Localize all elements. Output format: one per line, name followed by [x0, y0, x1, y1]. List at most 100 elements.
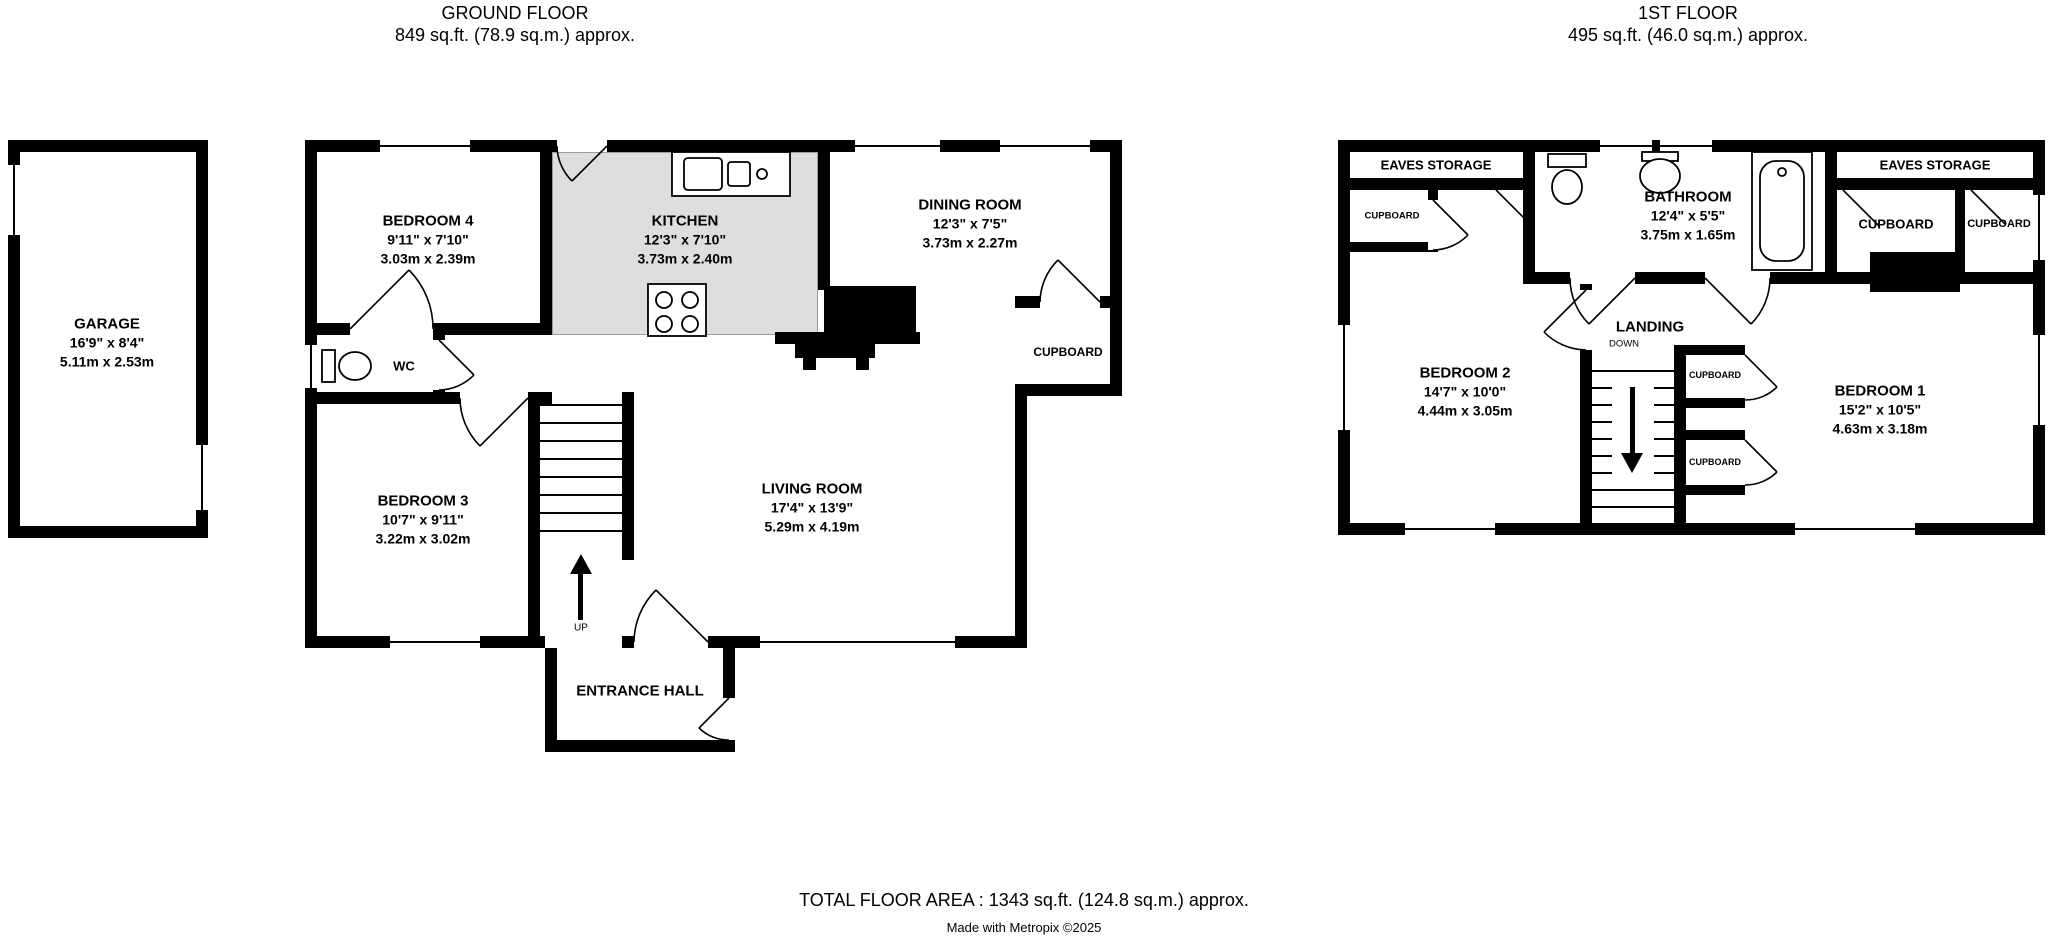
wall — [1015, 384, 1027, 648]
wall — [1350, 242, 1438, 252]
toilet-fixture — [1547, 153, 1587, 205]
wall — [1686, 398, 1745, 408]
room-dims-imperial: 10'7" x 9'11" — [382, 511, 464, 528]
staircase — [540, 404, 622, 548]
room-name: BEDROOM 3 — [377, 492, 469, 510]
ground-floor-area: 849 sq.ft. (78.9 sq.m.) approx. — [394, 25, 636, 45]
room-dims-imperial: 12'3" x 7'5" — [932, 215, 1008, 232]
room-label-wc: WC — [393, 358, 415, 374]
room-label-cupboard: CUPBOARD — [1033, 345, 1103, 359]
door-swing — [1432, 199, 1469, 251]
room-name: DINING ROOM — [918, 196, 1022, 214]
wall — [1015, 384, 1122, 396]
wall — [1110, 140, 1122, 396]
window — [2033, 195, 2045, 260]
ground-floor-name: GROUND FLOOR — [441, 3, 589, 23]
room-name: BEDROOM 4 — [382, 212, 474, 230]
room-label-bedroom3: BEDROOM 3 10'7" x 9'11" 3.22m x 3.02m — [376, 492, 471, 549]
wall — [8, 140, 208, 152]
hearth — [856, 358, 869, 370]
window — [390, 636, 480, 648]
room-label-dining-room: DINING ROOM 12'3" x 7'5" 3.73m x 2.27m — [918, 196, 1021, 253]
room-label-bedroom2: BEDROOM 2 14'7" x 10'0" 4.44m x 3.05m — [1418, 364, 1513, 421]
arrow-head — [1621, 453, 1643, 473]
wall — [1955, 190, 1965, 272]
room-name: KITCHEN — [651, 212, 719, 230]
room-name: BATHROOM — [1644, 188, 1732, 206]
wall — [528, 392, 540, 648]
doorway-gap — [1580, 290, 1592, 350]
arrow-shaft — [578, 572, 583, 620]
wall — [540, 152, 552, 335]
room-label-living-room: LIVING ROOM 17'4" x 13'9" 5.29m x 4.19m — [762, 480, 863, 537]
room-name: GARAGE — [74, 315, 140, 333]
wall — [1523, 140, 1535, 284]
room-label-kitchen: KITCHEN 12'3" x 7'10" 3.73m x 2.40m — [638, 212, 733, 269]
room-name: BEDROOM 1 — [1834, 382, 1926, 400]
window — [1338, 325, 1350, 430]
first-floor-area: 495 sq.ft. (46.0 sq.m.) approx. — [1567, 25, 1809, 45]
room-label-eaves-storage-left: EAVES STORAGE — [1380, 157, 1492, 173]
wall — [1686, 345, 1745, 355]
window — [305, 345, 317, 388]
wall — [8, 526, 208, 538]
room-dims-imperial: 17'4" x 13'9" — [770, 499, 854, 516]
wall — [1825, 140, 1837, 284]
wall — [196, 140, 208, 538]
room-dims-imperial: 9'11" x 7'10" — [387, 231, 469, 248]
room-dims-imperial: 12'4" x 5'5" — [1650, 207, 1726, 224]
window — [8, 165, 20, 235]
room-label-eaves-storage-right: EAVES STORAGE — [1879, 157, 1991, 173]
room-dims-metric: 3.75m x 1.65m — [1640, 226, 1736, 243]
room-dims-metric: 3.73m x 2.27m — [922, 234, 1018, 251]
room-dims-imperial: 16'9" x 8'4" — [69, 334, 145, 351]
ground-floor-title: GROUND FLOOR 849 sq.ft. (78.9 sq.m.) app… — [395, 2, 635, 46]
room-name: BEDROOM 2 — [1419, 364, 1511, 382]
room-dims-imperial: 15'2" x 10'5" — [1838, 401, 1922, 418]
room-label-cupboard-right-a: CUPBOARD — [1858, 216, 1934, 232]
room-dims-metric: 5.29m x 4.19m — [764, 518, 860, 535]
window — [1405, 523, 1495, 535]
room-label-cupboard-right-b: CUPBOARD — [1967, 218, 2031, 230]
total-floor-area: TOTAL FLOOR AREA : 1343 sq.ft. (124.8 sq… — [799, 890, 1249, 910]
room-label-bathroom: BATHROOM 12'4" x 5'5" 3.75m x 1.65m — [1641, 188, 1736, 245]
room-label-cupboard-top-left: CUPBOARD — [1364, 210, 1420, 222]
room-dims-metric: 5.11m x 2.53m — [59, 353, 155, 370]
stairs-up-label: UP — [574, 622, 588, 634]
wall — [1338, 178, 1523, 190]
room-label-cupboard-mid-a: CUPBOARD — [1688, 370, 1742, 380]
window — [2033, 335, 2045, 425]
hearth — [795, 344, 875, 358]
wall — [775, 332, 920, 344]
room-label-cupboard-mid-b: CUPBOARD — [1688, 457, 1742, 467]
first-floor-name: 1ST FLOOR — [1638, 3, 1738, 23]
wall — [1674, 345, 1686, 535]
down-arrow — [1612, 385, 1654, 475]
window — [1000, 140, 1090, 152]
stairs-down-label: DOWN — [1608, 338, 1640, 350]
wall — [8, 140, 20, 538]
arrow-shaft — [1630, 387, 1635, 453]
window — [380, 140, 470, 152]
room-label-garage: GARAGE 16'9" x 8'4" 5.11m x 2.53m — [60, 315, 154, 372]
room-name: LIVING ROOM — [761, 480, 863, 498]
doorway-gap — [1705, 272, 1770, 284]
window — [760, 636, 955, 648]
doorway-gap — [1428, 200, 1438, 250]
door-swing — [1704, 277, 1771, 325]
chimney-breast — [824, 286, 916, 332]
door-swing — [1744, 354, 1778, 401]
room-label-landing: LANDING — [1615, 318, 1685, 336]
metropix-credit: Made with Metropix ©2025 — [946, 920, 1102, 935]
bathtub-fixture — [1751, 151, 1813, 271]
room-dims-metric: 3.03m x 2.39m — [380, 250, 476, 267]
wall — [545, 740, 735, 752]
stair-opening — [545, 636, 622, 648]
room-label-bedroom4: BEDROOM 4 9'11" x 7'10" 3.03m x 2.39m — [381, 212, 476, 269]
wall — [1686, 485, 1745, 495]
wall — [818, 152, 830, 290]
room-label-bedroom1: BEDROOM 1 15'2" x 10'5" 4.63m x 3.18m — [1833, 382, 1928, 439]
window — [1795, 523, 1915, 535]
wall — [545, 648, 557, 752]
wall — [622, 392, 634, 560]
